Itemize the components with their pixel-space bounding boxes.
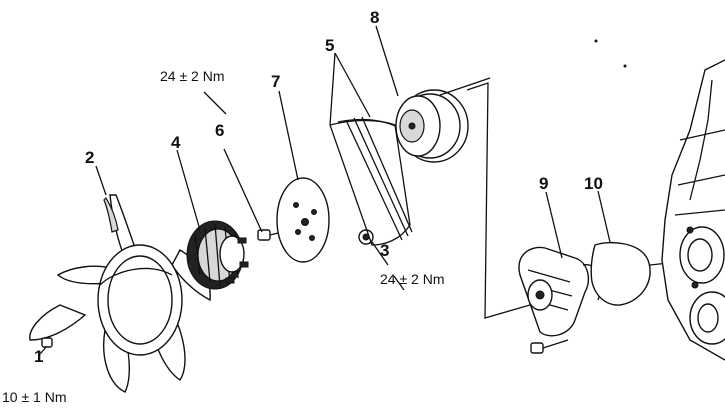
callout-8: 8 bbox=[370, 8, 379, 27]
engine-block bbox=[661, 59, 725, 361]
callout-7: 7 bbox=[271, 72, 280, 91]
drive-belts bbox=[329, 116, 413, 246]
callout-6: 6 bbox=[215, 121, 224, 140]
assembly-line bbox=[466, 82, 531, 319]
callout-3: 3 bbox=[380, 241, 389, 260]
callout-9: 9 bbox=[539, 174, 548, 193]
water-pump-bolt bbox=[530, 339, 569, 354]
speck bbox=[594, 39, 598, 43]
callout-1: 1 bbox=[34, 347, 43, 366]
callout-numbers: 1 2 3 4 5 6 7 8 9 10 bbox=[34, 8, 603, 366]
callout-2: 2 bbox=[85, 148, 94, 167]
callout-10: 10 bbox=[584, 174, 603, 193]
torque-specs: 10 ± 1 Nm 24 ± 2 Nm 24 ± 2 Nm bbox=[2, 68, 444, 405]
cooling-fan bbox=[29, 194, 211, 393]
callout-4: 4 bbox=[171, 133, 181, 152]
nut-3 bbox=[358, 229, 374, 245]
fan-clutch bbox=[186, 220, 249, 290]
spacer-plate bbox=[276, 177, 330, 263]
torque-bolt-6: 24 ± 2 Nm bbox=[160, 68, 224, 84]
torque-bolt-1: 10 ± 1 Nm bbox=[2, 389, 66, 405]
speck bbox=[623, 64, 627, 68]
water-pump bbox=[518, 246, 602, 337]
callout-5: 5 bbox=[325, 36, 334, 55]
torque-nut-3: 24 ± 2 Nm bbox=[380, 271, 444, 287]
leader-lines bbox=[39, 25, 611, 355]
water-pump-pulley bbox=[395, 77, 491, 163]
